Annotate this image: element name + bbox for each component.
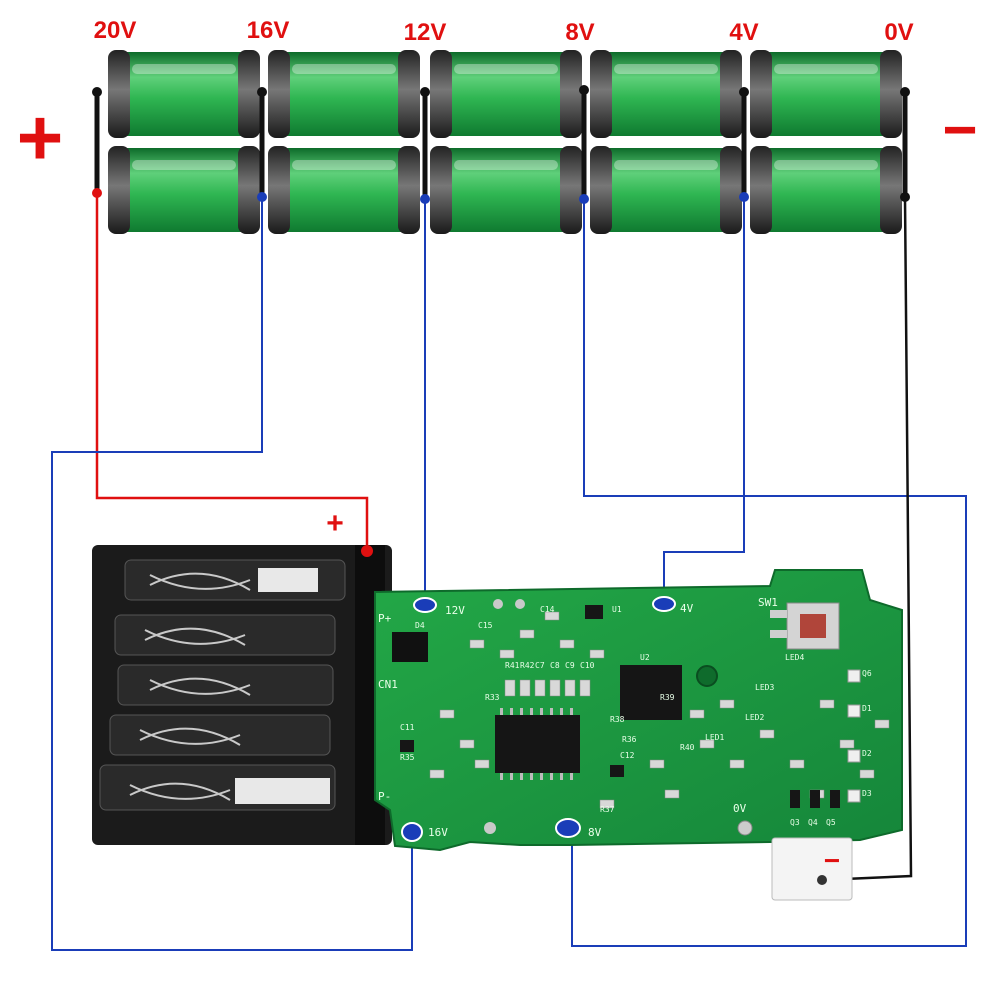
pad-label-p-plus: P+	[378, 612, 392, 625]
component-designator: LED3	[755, 683, 774, 692]
component-designator: R40	[680, 743, 695, 752]
component-designator: C15	[478, 621, 493, 630]
spring-contacts	[129, 572, 251, 801]
pad-label-16v: 16V	[428, 826, 448, 839]
component-designator: C9	[565, 661, 575, 670]
switch-label: SW1	[758, 596, 778, 609]
positive-wire	[95, 193, 369, 551]
component-designator: R35	[400, 753, 415, 762]
component-designator: R38	[610, 715, 625, 724]
transistors	[400, 605, 840, 808]
pcb-negative-label: −	[824, 845, 840, 876]
voltage-label-20v: 20V	[94, 17, 137, 44]
component-designator: R37	[600, 805, 615, 814]
component-designator: D2	[862, 749, 872, 758]
component-designator: Q6	[862, 669, 872, 678]
component-designator: C7	[535, 661, 545, 670]
wiring	[51, 193, 967, 951]
tap-wire-4v	[663, 198, 745, 603]
component-designator: Q5	[826, 818, 836, 827]
component-designator: LED4	[785, 653, 804, 662]
component-designator: R39	[660, 693, 675, 702]
battery-terminal-block	[92, 545, 392, 845]
component-designator: C10	[580, 661, 595, 670]
terminal-slots	[99, 559, 346, 811]
bms-board: 12V 4V 16V 8V 0V P+ P- CN1 SW1 D4C15U1C1…	[92, 507, 903, 901]
voltage-label-0v: 0V	[884, 19, 913, 46]
battery-cell-icon	[750, 50, 902, 138]
battery-cell-icon	[108, 50, 260, 138]
component-designator: C12	[620, 751, 635, 760]
tap-wire-8v	[571, 200, 967, 947]
pad-0v	[737, 820, 753, 836]
voltage-label-12v: 12V	[404, 19, 447, 46]
pad-label-0v: 0V	[733, 802, 747, 815]
component-designator: U1	[612, 605, 622, 614]
component-designator: C11	[400, 723, 415, 732]
battery-cell-icon	[430, 50, 582, 138]
positive-terminal-label: +	[17, 93, 64, 182]
pad-label-4v: 4V	[680, 602, 694, 615]
pad-12v	[413, 597, 437, 613]
pad-label-8v: 8V	[588, 826, 602, 839]
led-indicators	[847, 669, 861, 803]
component-designator: C8	[550, 661, 560, 670]
pad-label-12v: 12V	[445, 604, 465, 617]
smd-components	[429, 611, 890, 809]
component-designator: R42	[520, 661, 535, 670]
battery-cell-icon	[590, 50, 742, 138]
push-button-icon	[770, 602, 840, 650]
node-dots	[92, 85, 910, 204]
voltage-label-4v: 4V	[729, 19, 758, 46]
ic-chip	[392, 632, 428, 662]
pad-label-p-minus: P-	[378, 790, 391, 803]
battery-cell-icon	[268, 50, 420, 138]
negative-terminal-label: −	[942, 96, 977, 163]
battery-cell-icon	[590, 146, 742, 234]
component-designator: C14	[540, 605, 555, 614]
pcb-positive-dot	[361, 545, 373, 557]
voltage-label-8v: 8V	[565, 19, 594, 46]
component-designator: Q4	[808, 818, 818, 827]
battery-cell-array	[108, 50, 902, 234]
component-designator: R33	[485, 693, 500, 702]
component-designator: LED2	[745, 713, 764, 722]
component-designator: R36	[622, 735, 637, 744]
ic-chip	[620, 665, 682, 720]
component-designator: D4	[415, 621, 425, 630]
voltage-label-16v: 16V	[247, 17, 290, 44]
component-designator: D1	[862, 704, 872, 713]
series-links	[94, 88, 908, 198]
ic-chip	[495, 715, 580, 773]
connector-label: CN1	[378, 678, 398, 691]
battery-cell-icon	[430, 146, 582, 234]
component-designator: R41	[505, 661, 520, 670]
pad-4v	[652, 596, 676, 612]
voltage-labels: 20V 16V 12V 8V 4V 0V	[94, 17, 914, 46]
battery-cell-icon	[108, 146, 260, 234]
component-designator: LED1	[705, 733, 724, 742]
battery-cell-icon	[750, 146, 902, 234]
component-designator: Q3	[790, 818, 800, 827]
pad-16v	[401, 822, 423, 842]
component-designator: D3	[862, 789, 872, 798]
pcb-positive-label: +	[326, 507, 344, 540]
pad-8v	[555, 818, 581, 838]
battery-cell-icon	[268, 146, 420, 234]
component-designator: U2	[640, 653, 650, 662]
tap-wire-16v	[51, 198, 413, 951]
